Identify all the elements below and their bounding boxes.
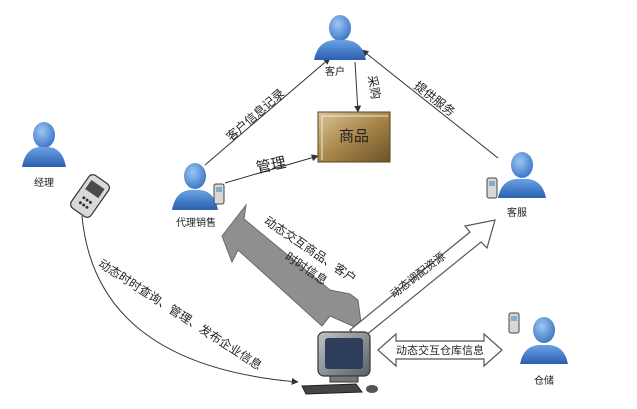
agent-phone-icon [213, 183, 225, 205]
edge-label-purchase: 采购 [365, 74, 384, 100]
edge-realtime-query [81, 215, 299, 385]
edge-label-warehouse-info: 动态交互仓库信息 [396, 343, 484, 357]
agent-person-icon [172, 163, 218, 210]
arrow-dispatch [349, 219, 496, 341]
manager-person-icon [22, 122, 66, 167]
warehouse-label: 仓储 [534, 374, 554, 387]
edge-provide-service [361, 49, 499, 159]
warehouse-person-icon [520, 317, 568, 364]
service-label: 客服 [507, 206, 527, 219]
arrow-interact-goods [221, 203, 363, 331]
warehouse-phone-icon [508, 312, 520, 334]
edge-label-provide-service: 提供服务 [411, 78, 458, 119]
customer-label: 客户 [325, 65, 345, 78]
customer-person-icon [314, 15, 366, 60]
arrow-warehouse-info [377, 332, 503, 368]
edge-purchase [354, 61, 362, 113]
edge-customer-info [204, 57, 331, 166]
edge-label-realtime-query: 动态时时查询、管理、发布企业信息 [96, 256, 265, 373]
goods-box: 商品 [317, 111, 391, 163]
agent-label: 代理销售 [176, 216, 216, 229]
edge-label-customer-info: 客户信息记录 [223, 85, 287, 144]
computer-icon [301, 331, 378, 395]
edge-manage [224, 154, 319, 184]
edge-label-manage: 管理 [254, 153, 287, 177]
manager-label: 经理 [34, 176, 54, 189]
service-person-icon [498, 152, 546, 198]
service-phone-icon [486, 177, 498, 199]
goods-label: 商品 [339, 127, 369, 145]
manager-phone-icon [70, 174, 110, 218]
